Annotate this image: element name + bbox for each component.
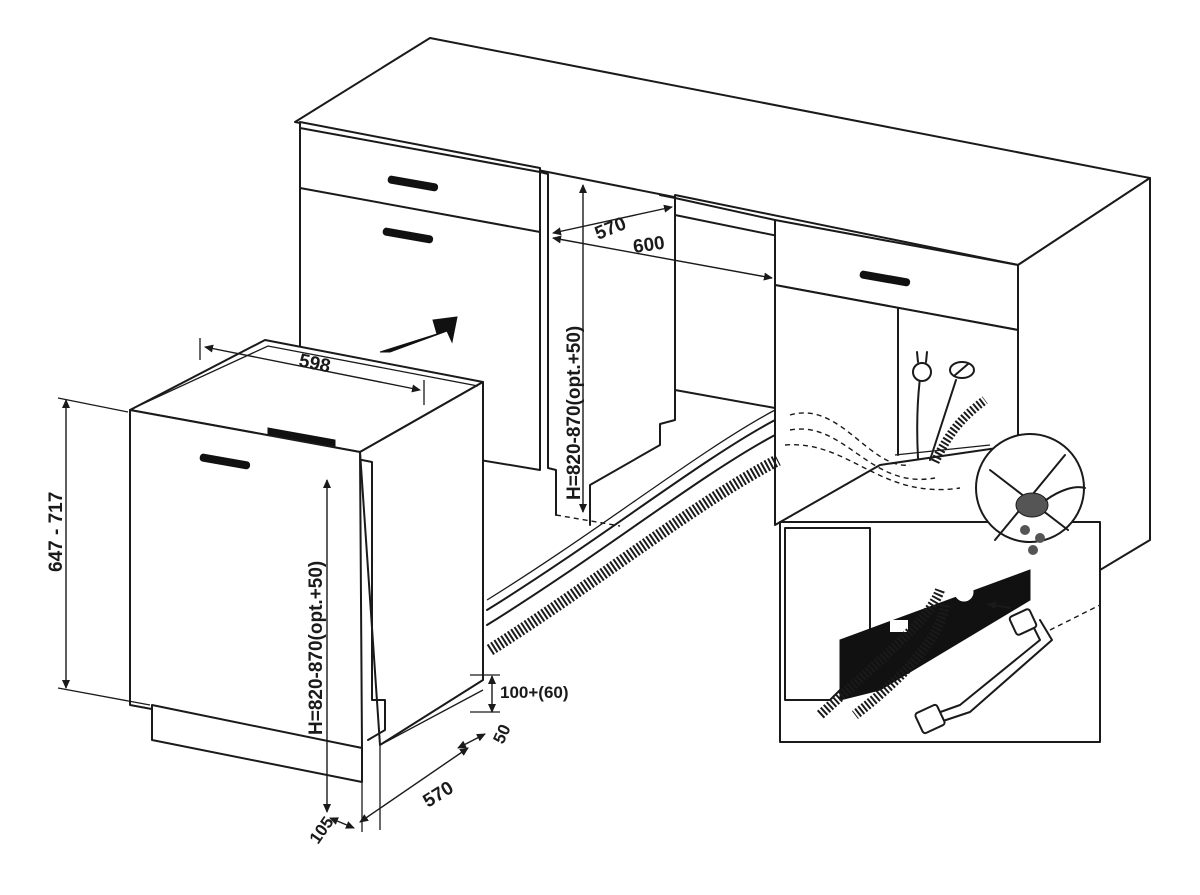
label-base-offset: 105 <box>306 813 338 847</box>
water-tap-icon <box>949 361 975 379</box>
power-cable <box>916 377 921 459</box>
drain-hose-floor <box>486 454 781 656</box>
inlet-arrow-icon <box>987 601 1011 610</box>
inset-water-hose-edge <box>939 619 1053 723</box>
water-drop-icon <box>1020 525 1045 555</box>
leak-warning-icon <box>975 433 1086 543</box>
label-plinth-height: 100+(60) <box>500 683 569 702</box>
right-cabinet-body <box>774 284 1019 526</box>
hose-floor-1 <box>486 419 776 611</box>
niche-back-edge <box>674 197 776 221</box>
niche-floor-edge <box>674 389 776 409</box>
base-line <box>379 689 484 746</box>
dashed-hose-2 <box>789 428 936 481</box>
dim-line-gap <box>457 733 486 749</box>
right-drawer-handle <box>859 270 911 287</box>
inset-drain-hose-2 <box>851 604 950 719</box>
label-front-height: H=820-870(opt.+50) <box>306 561 327 735</box>
door-handle <box>382 227 434 244</box>
water-pipe <box>929 379 957 461</box>
drawer-handle <box>387 175 439 192</box>
inset-hose-dash <box>1049 604 1101 631</box>
label-base-depth: 570 <box>420 778 458 813</box>
label-side-height: 647 - 717 <box>46 492 67 572</box>
hose-floor-edge <box>486 409 776 601</box>
inset-base-panel <box>839 569 1031 701</box>
dim-line-niche-depth <box>552 204 673 236</box>
niche-left-panel <box>539 171 557 516</box>
dim-line-base-depth <box>359 747 469 823</box>
hose-floor-2 <box>486 434 776 626</box>
dim-line-niche-width <box>552 235 773 281</box>
inset-water-hose <box>931 619 1041 716</box>
dimension-lines <box>57 184 773 832</box>
dishwasher-side <box>359 381 484 746</box>
control-panel <box>267 427 336 447</box>
label-niche-height: H=820-870(opt.+50) <box>564 326 585 500</box>
left-cabinet-drawer-line <box>299 187 541 233</box>
hose-nut-icon <box>914 608 1038 735</box>
power-plug-icon <box>912 351 932 382</box>
drain-hose-icon <box>930 396 988 464</box>
label-plinth-gap: 50 <box>489 722 514 747</box>
side-trim <box>361 459 386 741</box>
connection-detail-inset <box>779 433 1101 743</box>
dishwasher-handle <box>199 453 251 470</box>
inset-label <box>890 620 908 632</box>
dashed-hose-1 <box>789 412 911 466</box>
service-connections <box>486 351 991 656</box>
dashed-hose-3 <box>784 444 961 491</box>
inset-drain-hose <box>816 588 945 719</box>
label-niche-width: 600 <box>632 233 666 258</box>
inset-socket <box>954 582 974 602</box>
dim-line-offset <box>329 817 355 829</box>
dim-line-top-width <box>204 344 421 393</box>
wall-opening <box>894 444 991 456</box>
